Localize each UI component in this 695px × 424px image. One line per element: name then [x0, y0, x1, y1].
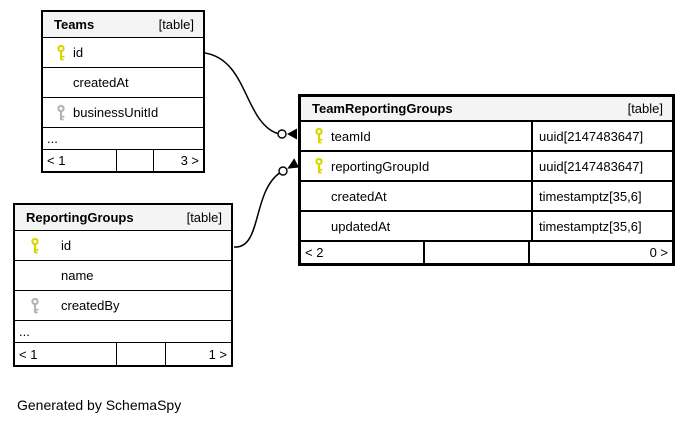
footer-parents-count: < 1 [47, 153, 66, 168]
field-name: id [61, 238, 72, 253]
field-type: uuid[2147483647] [531, 152, 672, 180]
table-title: ReportingGroups [26, 210, 134, 225]
footer-children-count: 3 > [180, 153, 199, 168]
field-name-cell: createdAt [301, 182, 531, 210]
field-name: createdBy [61, 298, 120, 313]
field-row-createdat: createdAt timestamptz[35,6] [301, 182, 672, 212]
table-title: Teams [54, 17, 95, 32]
table-footer: < 1 1 > [15, 343, 231, 365]
footer-parents-count: < 1 [19, 346, 38, 362]
footer-middle-cell [116, 343, 166, 365]
field-row-id: id [15, 231, 231, 261]
open-dot-marker [277, 129, 287, 139]
field-name: businessUnitId [73, 105, 159, 120]
table-node-teams[interactable]: Teams [table] id createdAt businessUnitI… [41, 10, 205, 173]
table-header: ReportingGroups [table] [15, 205, 231, 231]
relationship-line-reportinggroups-id-to-reportinggroupid [233, 158, 299, 248]
table-node-reportinggroups[interactable]: ReportingGroups [table] id name createdB… [13, 203, 233, 367]
table-footer: < 2 0 > [301, 242, 672, 263]
primary-key-icon [313, 157, 325, 175]
field-type: uuid[2147483647] [531, 122, 672, 150]
field-row-createdby: createdBy [15, 291, 231, 321]
primary-key-icon [313, 127, 325, 145]
table-header: TeamReportingGroups [table] [301, 97, 672, 122]
footer-middle-cell [423, 242, 530, 263]
table-tag: [table] [158, 17, 194, 32]
open-dot-marker [278, 166, 288, 176]
field-row-updatedat: updatedAt timestamptz[35,6] [301, 212, 672, 242]
field-name: teamId [331, 128, 371, 144]
inverted-arrow-marker [287, 128, 297, 140]
field-row-createdat: createdAt [43, 68, 203, 98]
field-row-name: name [15, 261, 231, 291]
table-header: Teams [table] [43, 12, 203, 38]
footer-middle-cell [116, 150, 154, 171]
field-type: timestamptz[35,6] [531, 182, 672, 210]
field-name: createdAt [331, 188, 387, 204]
table-footer: < 1 3 > [43, 150, 203, 171]
primary-key-icon [55, 44, 67, 61]
field-name: updatedAt [331, 218, 391, 234]
table-title: TeamReportingGroups [312, 101, 453, 116]
footer-parents-count: < 2 [305, 245, 324, 260]
field-name: id [73, 45, 84, 60]
field-name: reportingGroupId [331, 158, 430, 174]
table-tag: [table] [186, 210, 222, 225]
field-name-cell: updatedAt [301, 212, 531, 240]
footer-children-count: 0 > [649, 245, 668, 260]
table-tag: [table] [627, 101, 663, 116]
primary-key-icon [29, 237, 41, 254]
foreign-key-icon [29, 297, 41, 314]
field-type: timestamptz[35,6] [531, 212, 672, 240]
field-row-teamid: teamId uuid[2147483647] [301, 122, 672, 152]
relationship-line-teams-id-to-teamid [204, 52, 297, 140]
field-name: name [61, 268, 94, 283]
more-fields-ellipsis: ... [15, 321, 231, 343]
field-row-businessunitid: businessUnitId [43, 98, 203, 128]
foreign-key-icon [55, 104, 67, 121]
more-fields-ellipsis: ... [43, 128, 203, 150]
table-node-teamreportinggroups[interactable]: TeamReportingGroups [table] teamId uuid[… [298, 94, 675, 266]
field-name: createdAt [73, 75, 129, 90]
generated-by-caption: Generated by SchemaSpy [17, 397, 182, 413]
field-row-id: id [43, 38, 203, 68]
footer-children-count: 1 > [208, 346, 227, 362]
field-name-cell: teamId [301, 122, 531, 150]
field-name-cell: reportingGroupId [301, 152, 531, 180]
field-row-reportinggroupid: reportingGroupId uuid[2147483647] [301, 152, 672, 182]
